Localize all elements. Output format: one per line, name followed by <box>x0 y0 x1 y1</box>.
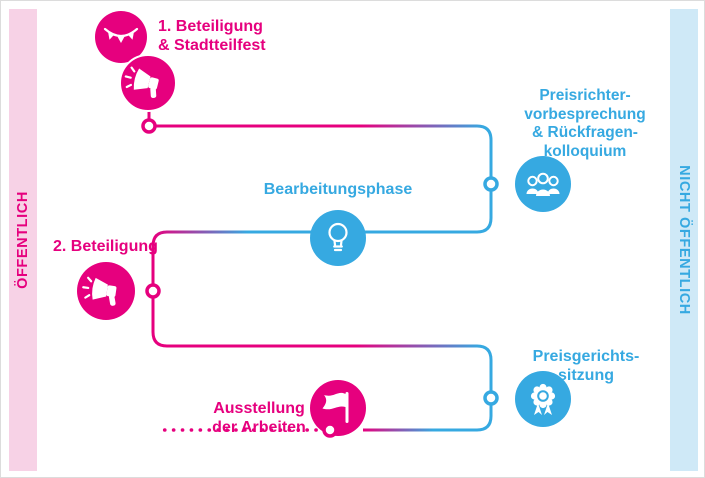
connector-1 <box>149 124 493 184</box>
non-public-band: NICHT ÖFFENTLICH <box>670 9 698 471</box>
public-band: ÖFFENTLICH <box>9 9 37 471</box>
node-1 <box>141 118 157 134</box>
award-icon <box>530 383 556 415</box>
stage-beteiligung-1 <box>95 11 177 112</box>
stage-preisgericht <box>515 371 571 427</box>
flag-icon <box>322 392 349 423</box>
flow-connectors <box>147 107 493 432</box>
node-4 <box>483 390 499 406</box>
stage-preisrichter <box>515 156 571 212</box>
flow-nodes <box>141 118 499 438</box>
flag-circle <box>310 380 366 436</box>
stage-label-ausstellung: Ausstellung der Arbeiten <box>212 400 306 437</box>
stage-bearbeitungsphase <box>310 210 366 266</box>
people-icon <box>526 172 560 196</box>
stage-label-preisgericht: Preisgerichts- sitzung <box>532 348 640 385</box>
node-5 <box>322 422 338 438</box>
stage-label-preisrichter: Preisrichter- vorbesprechung & Rückfrage… <box>524 87 646 160</box>
lightbulb-circle <box>310 210 366 266</box>
connector-3 <box>151 291 493 398</box>
stage-ausstellung <box>310 380 366 436</box>
stage-label-bearbeitungsphase: Bearbeitungsphase <box>263 181 413 198</box>
stage-label-beteiligung-2: 2. Beteiligung <box>53 238 158 255</box>
node-3 <box>145 283 161 299</box>
garland-icon <box>103 27 139 43</box>
stage-beteiligung-2 <box>77 262 135 320</box>
node-2 <box>483 176 499 192</box>
stage-label-beteiligung-1: 1. Beteiligung & Stadtteilfest <box>158 18 266 55</box>
lightbulb-icon <box>328 222 348 252</box>
connector-4 <box>363 398 493 432</box>
